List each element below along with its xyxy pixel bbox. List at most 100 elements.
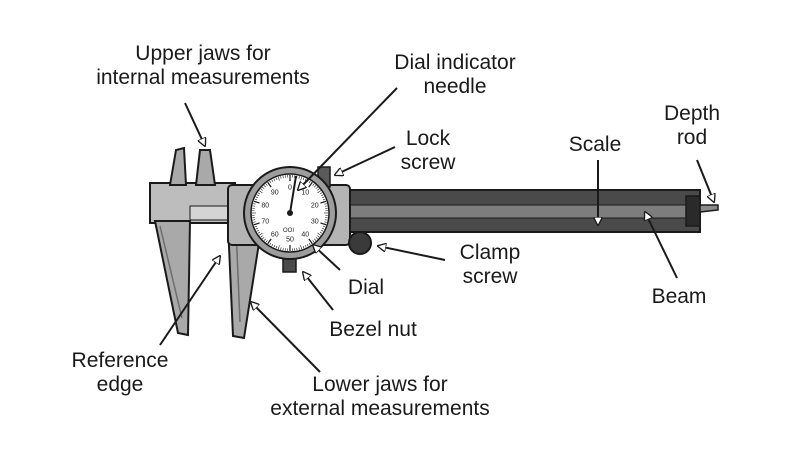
dial-number: 60 <box>271 232 279 239</box>
dial-tick <box>267 181 272 188</box>
dial-tick <box>314 238 317 241</box>
dial-tick <box>280 176 282 179</box>
dial-tick <box>263 238 266 241</box>
dial-tick <box>320 229 324 232</box>
dial-tick <box>260 235 263 238</box>
dial-tick <box>321 227 325 230</box>
dial-tick <box>262 237 265 240</box>
leader-arrows <box>159 87 714 373</box>
dial-number: 30 <box>311 219 319 226</box>
dial-number: 90 <box>271 189 279 196</box>
dial-tick <box>302 245 305 249</box>
dial-tick <box>254 225 258 228</box>
clamp-screw <box>348 231 372 255</box>
dial-tick <box>320 222 327 226</box>
arrow-beam <box>645 212 678 279</box>
dial-tick <box>304 244 307 248</box>
dial-tick <box>308 238 313 245</box>
dial-tick <box>275 245 278 249</box>
dial-tick <box>277 245 280 250</box>
dial-needle <box>289 175 297 214</box>
dial-number: 10 <box>301 189 309 196</box>
beam <box>299 189 701 233</box>
dial-tick <box>319 231 323 234</box>
arrow-reference-edge <box>159 256 220 346</box>
dial-tick <box>312 240 315 243</box>
dial-tick <box>269 242 272 246</box>
dial-tick <box>320 194 324 197</box>
dial-tick <box>324 203 327 205</box>
dial-number: 80 <box>261 202 269 209</box>
dial-tick <box>275 177 278 181</box>
dial-tick <box>319 192 323 195</box>
arrow-lock-screw <box>335 146 396 175</box>
dial-tick <box>277 176 280 181</box>
dial-tick <box>253 203 256 205</box>
dial-number: 40 <box>301 232 309 239</box>
dial-number: 70 <box>261 219 269 226</box>
dial-tick <box>271 243 274 247</box>
dial-tick <box>253 200 260 204</box>
dial-tick <box>265 240 268 243</box>
dial-tick <box>267 238 272 245</box>
dial-number: 50 <box>286 237 294 244</box>
dial-tick <box>320 200 327 204</box>
dial-tick <box>312 183 315 186</box>
label-bezel-nut: Bezel nut <box>329 318 417 341</box>
dial-tick <box>255 196 259 199</box>
dial-tick <box>255 227 259 230</box>
dial-tick <box>271 179 274 183</box>
arrow-depth-rod <box>696 159 714 202</box>
dial-tick <box>273 178 276 182</box>
dial-tick <box>256 229 260 232</box>
dial-tick <box>298 176 300 179</box>
dial-needle-pivot <box>287 210 293 216</box>
dial-tick <box>256 194 260 197</box>
dial-tick <box>322 198 326 201</box>
dial-tick <box>315 186 318 189</box>
dial-tick <box>257 192 261 195</box>
label-beam: Beam <box>651 285 707 308</box>
dial-tick <box>280 247 282 250</box>
dial-tick <box>300 245 303 250</box>
dial-tick <box>304 178 307 182</box>
dial-tick <box>308 180 311 184</box>
dial-tick <box>269 180 272 184</box>
dial-tick <box>259 190 263 194</box>
fixed-jaw <box>149 146 236 337</box>
arrow-bezel-nut <box>303 272 334 311</box>
bezel-nut <box>282 257 297 273</box>
dial-tick <box>324 221 327 223</box>
dial-tick <box>315 237 318 240</box>
arrow-clamp-screw <box>378 246 446 261</box>
dial-tick <box>317 188 320 191</box>
dial-tick <box>308 181 313 188</box>
label-scale: Scale <box>568 133 622 156</box>
label-dial: Dial <box>347 276 385 299</box>
arrow-upper-jaws <box>184 102 205 146</box>
depth-rod <box>699 204 719 213</box>
dial-tick <box>317 190 321 194</box>
dial-tick <box>302 177 305 181</box>
dial-number: 0 <box>288 185 292 192</box>
dial-unit-text: OOI <box>283 228 294 234</box>
dial-tick <box>273 244 276 248</box>
dial-tick <box>306 243 309 247</box>
dial-tick-group <box>252 175 328 251</box>
dial-tick <box>254 198 258 201</box>
dial-tick <box>317 235 320 238</box>
dial-tick <box>265 183 268 186</box>
arrow-lower-jaws <box>251 302 321 373</box>
dial-tick <box>257 231 261 234</box>
dial-tick <box>314 185 317 188</box>
dial-tick <box>263 185 266 188</box>
dial-tick <box>300 176 303 181</box>
arrow-dial-needle <box>298 87 398 190</box>
